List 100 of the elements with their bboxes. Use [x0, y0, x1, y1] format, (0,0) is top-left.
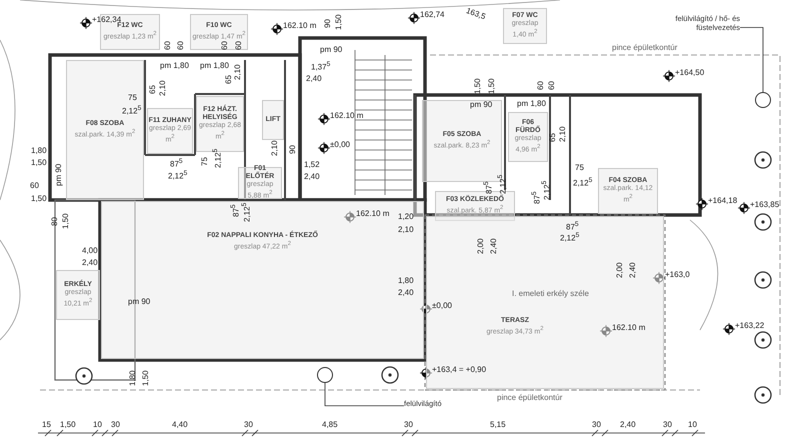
dimension-text: 2,40: [304, 172, 320, 181]
elevation-text: ±0,00: [432, 301, 452, 310]
room-area: [56, 270, 100, 320]
elevation-text: +163,4 = +0,90: [432, 365, 486, 374]
dimension-text: 2,00: [615, 262, 624, 278]
dimension-text: 75: [575, 163, 584, 172]
room-area: [196, 96, 244, 152]
dimension-text: 60: [163, 41, 172, 50]
room-area: [238, 167, 282, 199]
elevation-text: +163,85: [750, 200, 780, 209]
dimension-text: 65: [224, 75, 233, 84]
elevation-text: +164,18: [708, 196, 738, 205]
leader-line: [740, 27, 764, 92]
dimension-text: 2,12$^{5}$: [122, 104, 142, 116]
dimension-text: 2,40: [620, 420, 636, 429]
dimension-text: 87$^{5}$: [170, 157, 183, 169]
elevation-text: +164,50: [675, 68, 704, 77]
dimension-text: 60: [176, 41, 185, 50]
dimension-text: 65: [548, 133, 557, 142]
elevation-text: 162.10 m: [283, 21, 316, 30]
dimension-text: 1,80: [128, 370, 137, 386]
dimension-text: 1,50: [61, 213, 70, 229]
contour-elevation-text: 163,5: [464, 6, 487, 22]
leader-line: [324, 382, 404, 406]
dimension-text: 2,40: [82, 258, 98, 267]
dimension-text: 1,37$^{5}$: [311, 60, 330, 72]
dimension-text: 1,52: [304, 160, 320, 169]
dimension-text: 80: [50, 217, 59, 226]
dimension-text: 90: [288, 145, 297, 154]
room-area: [426, 216, 664, 389]
room-area: [66, 60, 144, 200]
dimension-text: pm 90: [128, 297, 150, 306]
dimension-text: 60: [234, 41, 243, 50]
dimension-text: 1,80: [31, 146, 47, 155]
room-area: [508, 112, 548, 162]
dimension-text: 2,40: [306, 74, 322, 83]
dimension-text: 30: [244, 420, 253, 429]
elevation-text: 162,74: [420, 10, 444, 19]
note-text: I. emeleti erkély széle: [512, 289, 589, 298]
dimension-text: 2,10: [558, 126, 567, 142]
dimension-text: 1,50: [31, 194, 47, 203]
skylight-circle: [755, 92, 771, 108]
dimension-text: pm 90: [320, 45, 342, 54]
note-text: pince épületkontúr: [612, 43, 678, 52]
room-area: [422, 100, 502, 182]
dimension-text: 2,12$^{5}$: [573, 176, 592, 188]
room-area: [190, 14, 248, 50]
dimension-text: 1,20: [398, 212, 414, 221]
room-area: [598, 168, 658, 214]
dimension-text: 2,10: [398, 225, 414, 234]
dimension-text: 1,50: [487, 78, 496, 94]
dimension-text: pm 1,80: [160, 61, 189, 70]
dimension-text: 4,40: [172, 420, 188, 429]
dimension-text: 30: [592, 420, 601, 429]
dimension-text: 1,50: [31, 158, 47, 167]
dimension-text: 5,15: [490, 420, 506, 429]
dimension-text: 60: [30, 181, 39, 190]
dimension-text: 65: [148, 85, 157, 94]
dimension-text: 1,50: [473, 78, 482, 94]
dimension-text: pm 90: [470, 100, 492, 109]
skylight-circle: [317, 367, 333, 383]
dimension-text: 2,00: [476, 238, 485, 254]
room-area: [147, 108, 193, 154]
dimension-text: 15: [42, 420, 51, 429]
dimension-text: 10: [688, 420, 697, 429]
dimension-text: 1,50: [60, 420, 76, 429]
dimension-text: 60: [536, 81, 545, 90]
dimension-text: 2,10: [233, 64, 242, 80]
dimension-text: 60: [547, 81, 556, 90]
dimension-text: 75: [200, 157, 209, 166]
dimension-text: 4,85: [322, 420, 338, 429]
dimension-text: 2,10: [158, 80, 167, 96]
dimension-text: 87$^{5}$: [566, 220, 579, 232]
dimension-text: pm 1,80: [200, 61, 229, 70]
room-area: [101, 201, 424, 359]
room-area: [262, 100, 284, 140]
dimension-text: 30: [404, 420, 413, 429]
room-area: [503, 8, 547, 44]
dimension-text: 30: [663, 420, 672, 429]
dimension-text: 1,50: [334, 14, 343, 30]
elevation-text: 162.10 m: [330, 111, 364, 120]
dimension-text: pm 90: [54, 164, 63, 186]
elevation-text: ±0,00: [330, 140, 350, 149]
elevation-text: +163,22: [735, 321, 764, 330]
dimension-text: 10: [93, 420, 102, 429]
dimension-text: 1,50: [141, 370, 150, 386]
dimension-text: pm 1,80: [517, 99, 546, 108]
elevation-text: 162.10 m: [612, 323, 646, 332]
dimension-text: 2,12$^{5}$: [168, 169, 188, 181]
dimension-text: 2,40: [398, 288, 414, 297]
dimension-text: 75: [128, 93, 137, 102]
dimension-text: 2,12$^{5}$: [560, 231, 580, 243]
elevation-text: 162.10 m: [356, 209, 390, 218]
dimension-text: 60: [220, 41, 229, 50]
dimension-text: 1,80: [398, 276, 414, 285]
dimension-text: 30: [111, 420, 120, 429]
dimension-text: 2,10: [270, 140, 279, 156]
elevation-text: +162,34: [92, 15, 122, 24]
dimension-text: 4,00: [82, 246, 98, 255]
dimension-text: 90: [323, 19, 332, 28]
